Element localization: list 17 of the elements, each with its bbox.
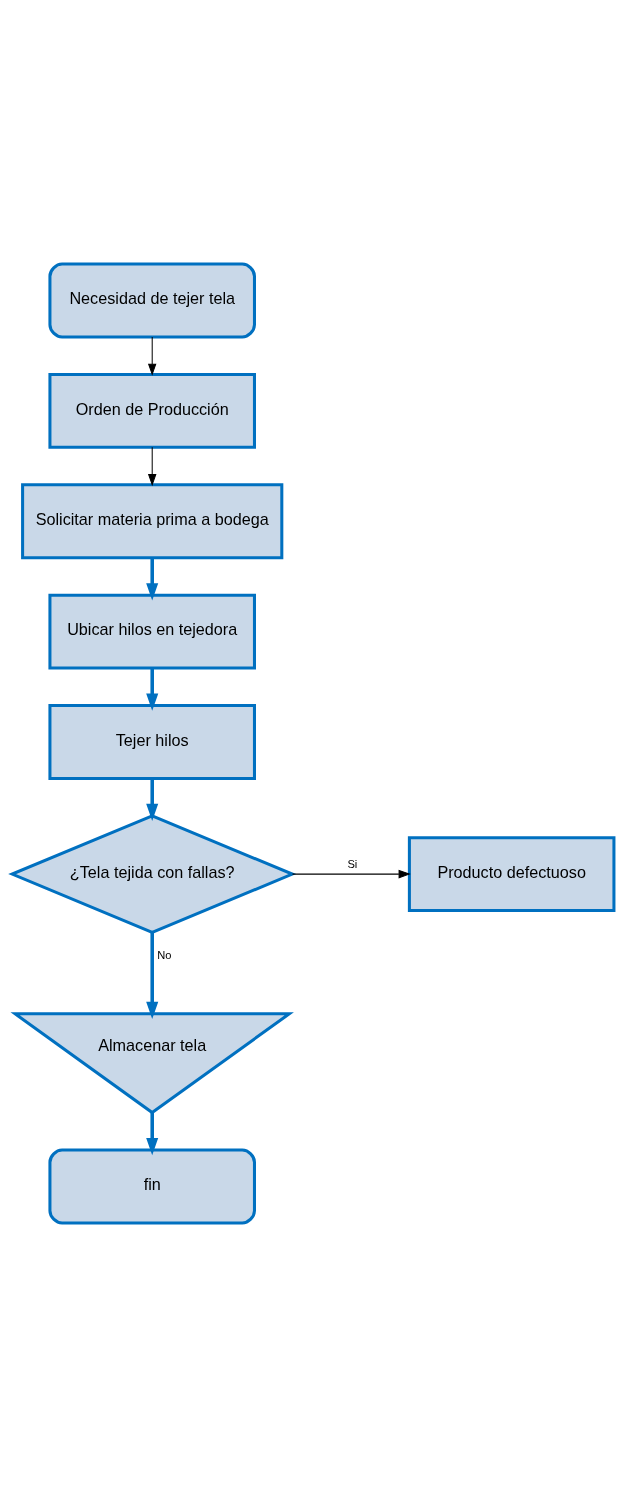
arrow bbox=[146, 557, 159, 600]
arrow bbox=[291, 869, 411, 878]
node-box: Necesidad de tejer tela bbox=[48, 262, 256, 338]
node-box: Solicitar materia prima a bodega bbox=[21, 482, 284, 559]
arrow bbox=[146, 667, 159, 711]
node-box: Tejer hilos bbox=[48, 703, 256, 780]
arrow bbox=[147, 336, 157, 376]
arrow bbox=[146, 1112, 159, 1155]
node-box: fin bbox=[48, 1148, 256, 1224]
edge-label: Si bbox=[347, 857, 358, 870]
edge-label: No bbox=[157, 948, 172, 961]
arrow bbox=[146, 931, 159, 1019]
arrow bbox=[147, 446, 157, 486]
node-box: Producto defectuoso bbox=[407, 835, 616, 912]
arrow bbox=[146, 778, 159, 821]
node-box: Orden de Producción bbox=[48, 372, 256, 449]
node-box: Ubicar hilos en tejedora bbox=[48, 593, 256, 670]
